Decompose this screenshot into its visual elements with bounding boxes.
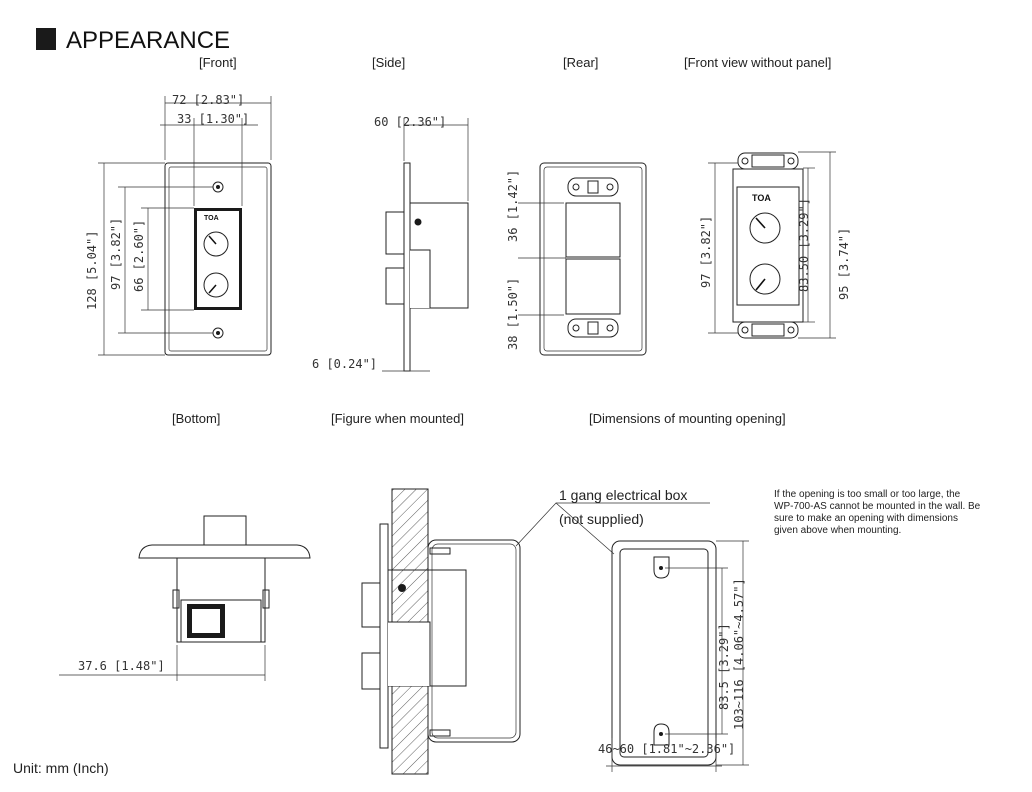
- rear-view: 36 [1.42"] 38 [1.50"]: [506, 162, 647, 356]
- dim-8350: 83.50 [3.29"]: [797, 198, 811, 292]
- note-line: given above when mounting.: [774, 525, 901, 536]
- dim-38: 38 [1.50"]: [506, 278, 520, 350]
- box-label: 1 gang electrical box: [559, 487, 687, 503]
- label-side: [Side]: [372, 55, 405, 70]
- dim-835: 83.5 [3.29"]: [717, 623, 731, 710]
- mounted-figure: [361, 488, 710, 775]
- front-view: TOA 72 [2.83"] 33 [1.30"] 128 [5.04"] 97…: [85, 93, 272, 356]
- dim-128: 128 [5.04"]: [85, 231, 99, 310]
- label-front: [Front]: [199, 55, 237, 70]
- label-rear: [Rear]: [563, 55, 598, 70]
- dim-376: 37.6 [1.48"]: [78, 659, 165, 673]
- front-without-panel-view: TOA 97 [3.82"] 83.50 [3.29"] 95 [3.74"]: [699, 151, 851, 339]
- bottom-view: 37.6 [1.48"]: [59, 515, 311, 681]
- note-line: If the opening is too small or too large…: [774, 489, 961, 500]
- front-brand-logo: TOA: [204, 215, 219, 222]
- dim-6: 6 [0.24"]: [312, 357, 377, 371]
- dim-72: 72 [2.83"]: [172, 93, 244, 107]
- dim-97-inner: 97 [3.82"]: [699, 216, 713, 288]
- title-marker-icon: [36, 28, 56, 50]
- dim-95: 95 [3.74"]: [837, 228, 851, 300]
- label-mounting-opening: [Dimensions of mounting opening]: [589, 411, 786, 426]
- dim-103: 103~116 [4.06"~4.57"]: [732, 578, 746, 730]
- dim-60: 60 [2.36"]: [374, 115, 446, 129]
- box-label-not-supplied: (not supplied): [559, 511, 644, 527]
- side-view: 60 [2.36"] 6 [0.24"]: [312, 115, 469, 372]
- dim-66: 66 [2.60"]: [132, 220, 146, 292]
- inner-brand-logo: TOA: [752, 193, 771, 203]
- dim-97: 97 [3.82"]: [109, 218, 123, 290]
- dim-36: 36 [1.42"]: [506, 170, 520, 242]
- dim-33: 33 [1.30"]: [177, 112, 249, 126]
- note-line: WP-700-AS cannot be mounted in the wall.…: [774, 501, 981, 512]
- unit-label: Unit: mm (Inch): [13, 760, 109, 776]
- mounting-note: If the opening is too small or too large…: [774, 489, 981, 536]
- mounting-opening: 83.5 [3.29"] 103~116 [4.06"~4.57"] 46~60…: [598, 540, 749, 772]
- dim-46: 46~60 [1.81"~2.36"]: [598, 742, 735, 756]
- label-front-without-panel: [Front view without panel]: [684, 55, 831, 70]
- label-figure-mounted: [Figure when mounted]: [331, 411, 464, 426]
- page-title: APPEARANCE: [66, 27, 230, 54]
- note-line: sure to make an opening with dimensions: [774, 513, 958, 524]
- label-bottom: [Bottom]: [172, 411, 220, 426]
